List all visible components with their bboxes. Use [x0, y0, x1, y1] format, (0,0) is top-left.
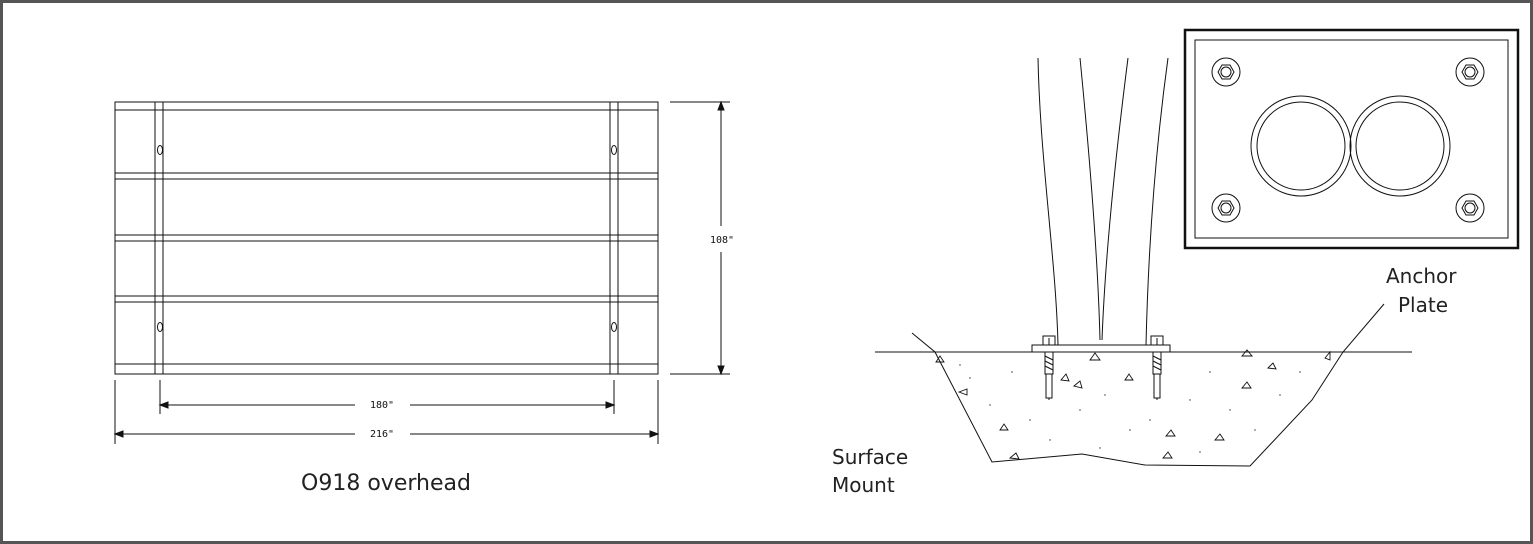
- bolt-mark: [611, 322, 617, 332]
- anchor-bolt-right: [1150, 335, 1164, 400]
- tube-left: [1250, 95, 1352, 197]
- surface-mount-label-line2: Mount: [832, 473, 895, 497]
- post-outline: [1037, 57, 1059, 346]
- tube-right: [1349, 95, 1451, 197]
- section-view: [875, 57, 1412, 467]
- outer-width-dimension-text: 216": [370, 429, 394, 440]
- concrete-aggregate: [935, 349, 1331, 460]
- concrete-speckles: [959, 364, 1301, 453]
- anchor-plate-label-line1: Anchor: [1386, 264, 1457, 288]
- overhead-outline: [114, 101, 659, 375]
- base-plate: [1031, 344, 1171, 353]
- surface-mount-label-line1: Surface: [832, 445, 908, 469]
- bolt-mark: [611, 145, 617, 155]
- anchor-nut-bottom-left: [1211, 193, 1241, 223]
- bolt-mark: [157, 145, 163, 155]
- anchor-plate-label-line2: Plate: [1398, 293, 1448, 317]
- anchor-nut-top-left: [1211, 57, 1241, 87]
- inner-width-dimension-text: 180": [370, 400, 394, 411]
- anchor-plate-inset: [1183, 28, 1520, 250]
- anchor-nut-top-right: [1455, 57, 1485, 87]
- concrete-footing: [911, 303, 1385, 467]
- anchor-plate-frame: [1183, 28, 1520, 250]
- anchor-bolt-left: [1042, 335, 1056, 400]
- anchor-plate-body: [1194, 39, 1509, 239]
- anchor-nut-bottom-right: [1455, 193, 1485, 223]
- height-dimension-text: 108": [710, 235, 734, 246]
- bolt-mark: [157, 322, 163, 332]
- overhead-caption: O918 overhead: [301, 471, 471, 496]
- overhead-view: [113, 100, 730, 444]
